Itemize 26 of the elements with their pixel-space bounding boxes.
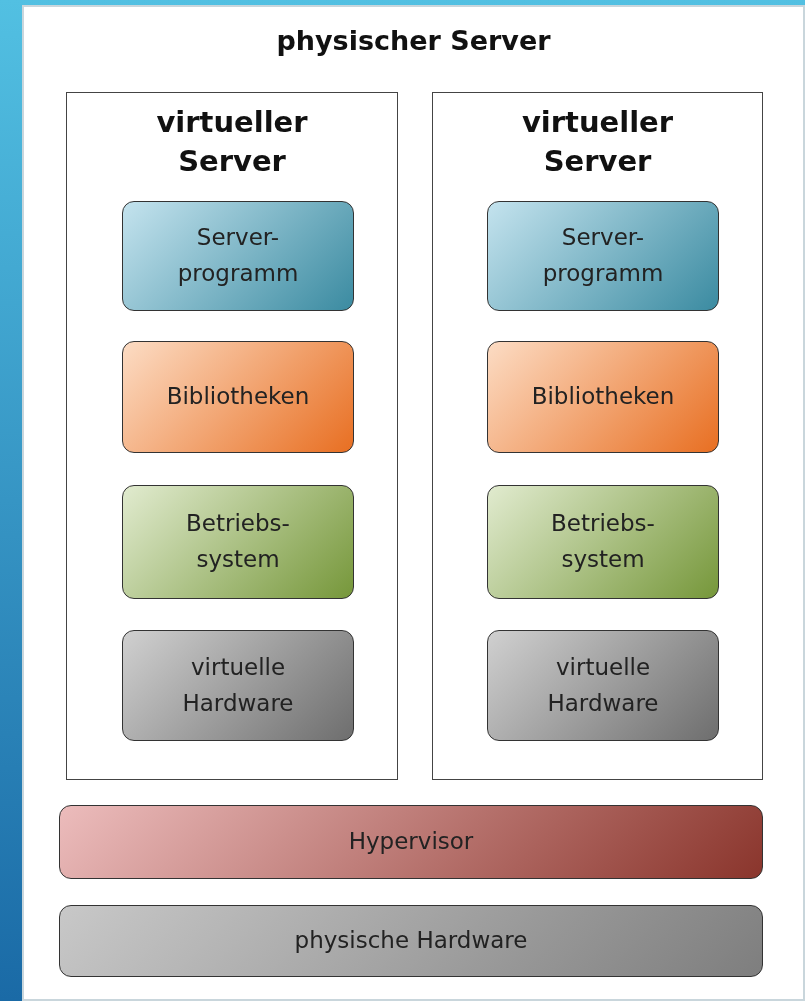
layer-box	[122, 341, 354, 453]
layer-label: virtuelle Hardware	[546, 652, 660, 718]
virtual-server-frame	[432, 92, 763, 780]
frame-title: virtueller Server	[155, 104, 309, 181]
layer-label: physische Hardware	[293, 926, 529, 956]
layer-label: Betriebs- system	[185, 509, 291, 574]
virtual-server-frame	[66, 92, 398, 780]
layer-label: Bibliotheken	[165, 382, 311, 412]
layer-box	[487, 485, 719, 599]
layer-box	[59, 905, 763, 977]
layer-label: Bibliotheken	[530, 382, 676, 412]
layer-label: Server- programm	[541, 223, 665, 288]
layer-box	[122, 201, 354, 311]
layer-label: Betriebs- system	[550, 509, 656, 574]
layer-box	[122, 630, 354, 741]
server-frame	[22, 5, 805, 1001]
frame-title: virtueller Server	[520, 104, 675, 181]
layer-box	[59, 805, 763, 879]
layer-box	[122, 485, 354, 599]
layer-box	[487, 341, 719, 453]
layer-box	[487, 201, 719, 311]
layer-label: Hypervisor	[347, 827, 475, 857]
layer-box	[487, 630, 719, 741]
layer-label: virtuelle Hardware	[181, 652, 295, 718]
frame-title: physischer Server	[275, 24, 552, 58]
layer-label: Server- programm	[176, 223, 300, 288]
